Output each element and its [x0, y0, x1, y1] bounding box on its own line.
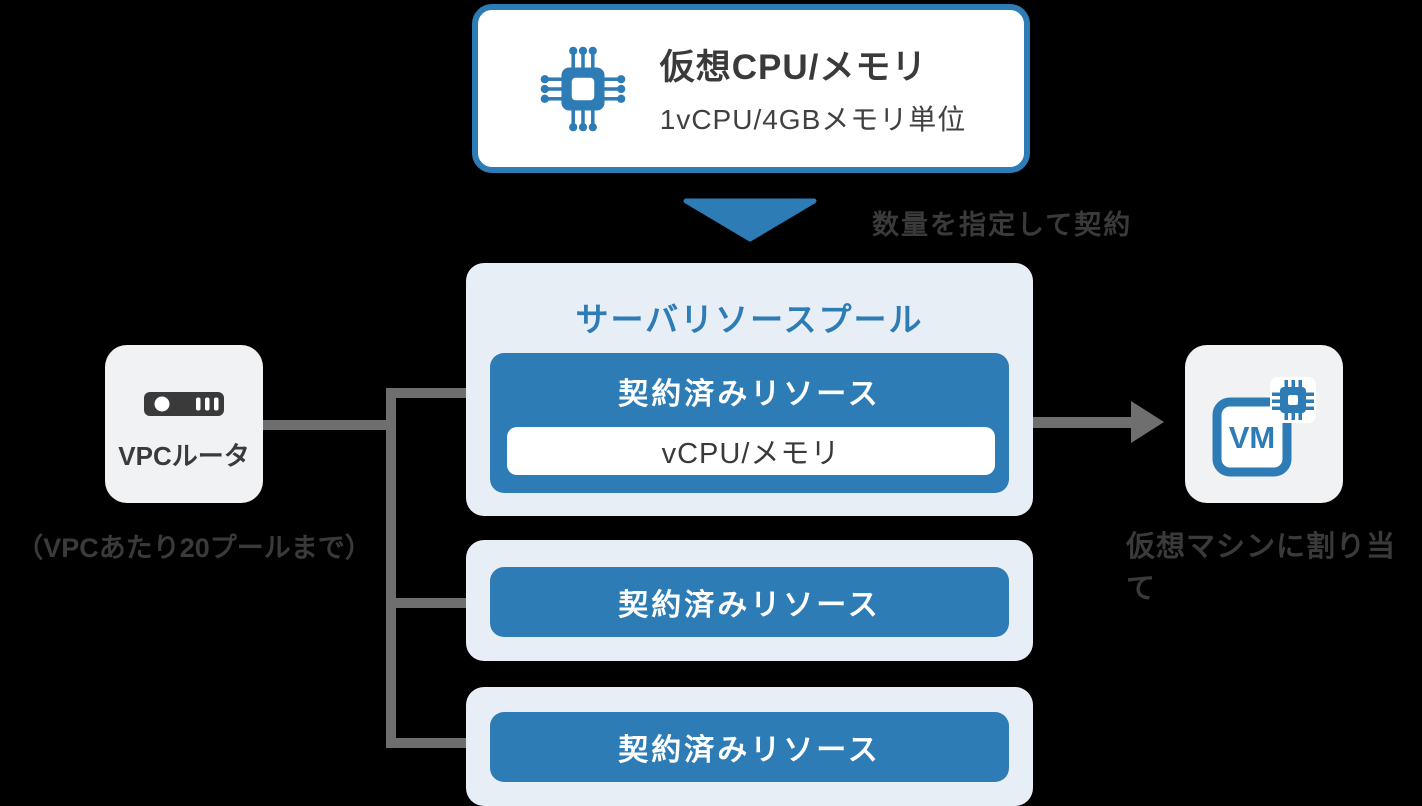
assign-arrow-shaft [1010, 417, 1133, 428]
contract-flow-label: 数量を指定して契約 [872, 210, 1133, 240]
vm-assign-note: 仮想マシンに割り当て [1126, 531, 1397, 605]
connector-branch-bottom [394, 738, 466, 748]
vm-label: VM [1229, 420, 1276, 455]
contracted-resource-label: 契約済みリソース [618, 589, 881, 622]
vm-icon: VM [1212, 377, 1316, 477]
vpc-pool-limit-note: （VPCあたり20プールまで） [16, 533, 372, 563]
vm-panel: VM [1185, 345, 1343, 503]
resource-pool-panel-2: 契約済みリソース [466, 540, 1033, 661]
contracted-resource-box-2: 契約済みリソース [490, 567, 1009, 637]
contracted-resource-label: 契約済みリソース [618, 378, 881, 411]
down-arrow-icon [682, 198, 818, 247]
contracted-resource-box-1: 契約済みリソース vCPU/メモリ [490, 353, 1009, 493]
connector-branch-middle [394, 598, 466, 608]
contracted-resource-box-3: 契約済みリソース [490, 712, 1009, 782]
vcpu-memory-box: vCPU/メモリ [507, 427, 995, 475]
contracted-resource-label: 契約済みリソース [618, 734, 881, 767]
vpc-router-panel: VPCルータ [105, 345, 263, 503]
virtual-cpu-memory-card: 仮想CPU/メモリ 1vCPU/4GBメモリ単位 [472, 4, 1030, 173]
router-icon [144, 392, 224, 416]
cpu-chip-icon [540, 46, 626, 131]
card-subtitle: 1vCPU/4GBメモリ単位 [659, 104, 967, 135]
pool-title: サーバリソースプール [575, 301, 924, 338]
resource-pool-panel-3: 契約済みリソース [466, 687, 1033, 806]
connector-vertical-line [386, 388, 396, 748]
card-title: 仮想CPU/メモリ [659, 48, 928, 87]
vcpu-memory-label: vCPU/メモリ [661, 438, 841, 470]
server-resource-pool-panel: サーバリソースプール 契約済みリソース vCPU/メモリ [466, 263, 1033, 516]
connector-router-line [263, 420, 396, 430]
connector-branch-top [394, 388, 466, 398]
vpc-router-label: VPCルータ [118, 441, 250, 471]
arrow-right-icon [1131, 401, 1164, 443]
